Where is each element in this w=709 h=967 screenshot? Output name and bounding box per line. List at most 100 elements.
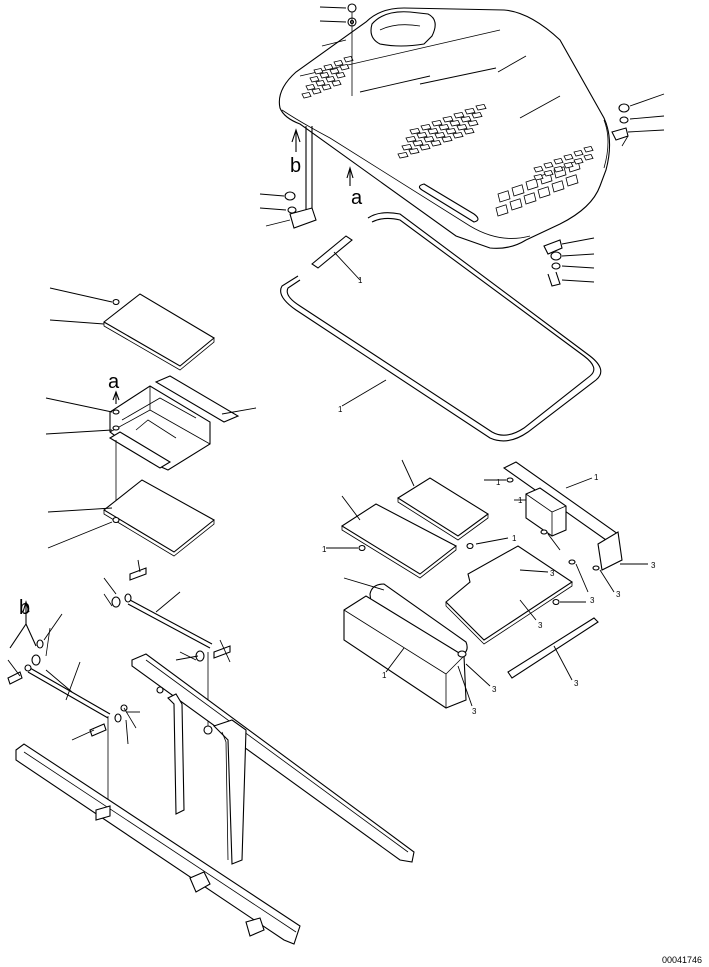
callout-8: 3 — [651, 561, 656, 570]
callout-9: 3 — [616, 590, 621, 599]
vent-slot — [509, 198, 523, 211]
vent-slot — [309, 75, 320, 83]
vent-slot — [463, 127, 475, 135]
battery-box-bracket — [45, 375, 257, 518]
ref-label-a-top: a — [351, 187, 363, 209]
vent-slot — [420, 123, 432, 131]
vent-slot — [331, 79, 342, 87]
callout-12: 3 — [538, 621, 543, 630]
vent-slot — [438, 123, 450, 131]
vent-slot — [460, 115, 472, 123]
vent-slot — [412, 139, 424, 147]
callout-10: 3 — [590, 596, 595, 605]
callout-4: 1 — [496, 478, 501, 487]
vent-slot — [497, 190, 511, 203]
vent-slot — [325, 75, 336, 83]
vent-slot — [442, 115, 454, 123]
vent-slot — [511, 184, 525, 197]
vent-slot — [553, 165, 564, 173]
vent-slot — [305, 83, 316, 91]
vent-slot — [464, 107, 476, 115]
callout-16: 3 — [472, 707, 477, 716]
vent-slot — [537, 186, 551, 199]
vent-slot — [471, 111, 483, 119]
vent-slot — [419, 143, 431, 151]
vent-slot — [343, 55, 354, 63]
callout-13: 3 — [492, 685, 497, 694]
hood-gasket — [280, 212, 602, 442]
vent-slot — [543, 161, 554, 169]
callout-14: 3 — [574, 679, 579, 688]
vent-slot — [431, 119, 443, 127]
vent-slot — [453, 111, 465, 119]
vent-slot — [311, 87, 322, 95]
vent-slot — [449, 119, 461, 127]
callout-11: 3 — [550, 569, 555, 578]
vent-slot — [313, 67, 324, 75]
callout-2: 1 — [338, 405, 343, 414]
callout-3: 1 — [594, 473, 599, 482]
lower-floor-plate — [47, 479, 215, 557]
vent-slot — [573, 157, 584, 165]
hood-latch-parts — [543, 237, 595, 287]
vent-slot — [430, 139, 442, 147]
callout-1: 1 — [358, 276, 363, 285]
vent-slot — [533, 173, 544, 181]
vent-slot — [434, 131, 446, 139]
vent-slot — [319, 71, 330, 79]
vent-slot — [543, 169, 554, 177]
vent-slot — [553, 157, 564, 165]
vent-slot — [405, 135, 417, 143]
vent-slot — [333, 59, 344, 67]
vent-slot — [323, 63, 334, 71]
vent-slot — [525, 178, 539, 191]
vent-slot — [339, 63, 350, 71]
vent-slot — [321, 83, 332, 91]
vent-slot — [423, 135, 435, 143]
hood-hinge-bracket — [259, 126, 354, 229]
hood-cover — [278, 7, 611, 249]
vent-slot — [563, 161, 574, 169]
callout-7: 1 — [512, 534, 517, 543]
vent-slot — [301, 91, 312, 99]
right-panel-group — [326, 459, 648, 709]
drawing-code: 00041746 — [662, 955, 702, 965]
vent-slot — [551, 180, 565, 193]
vent-slot — [408, 147, 420, 155]
vent-slot — [583, 145, 594, 153]
vent-slot — [573, 149, 584, 157]
ref-label-b-left: b — [19, 597, 30, 619]
vent-slot — [533, 165, 544, 173]
vent-slot — [563, 153, 574, 161]
right-hood-bracket — [611, 93, 665, 147]
callout-6: 1 — [322, 545, 327, 554]
vent-slot — [416, 131, 428, 139]
vent-slot — [452, 131, 464, 139]
vent-slot — [495, 204, 509, 217]
vent-slot — [467, 119, 479, 127]
vent-slot — [475, 103, 487, 111]
vent-slot — [329, 67, 340, 75]
vent-slot — [441, 135, 453, 143]
ref-label-a-left: a — [108, 371, 120, 393]
vent-slot — [583, 153, 594, 161]
vent-slot — [427, 127, 439, 135]
hood-vent-slots — [301, 55, 594, 217]
vent-slot — [397, 151, 409, 159]
upper-floor-plate — [49, 287, 215, 371]
callout-15: 1 — [382, 671, 387, 680]
vent-slot — [445, 127, 457, 135]
vent-slot — [523, 192, 537, 205]
vent-slot — [315, 79, 326, 87]
callout-5: 1 — [518, 496, 523, 505]
hood-top-bolts — [319, 3, 357, 96]
vent-slot — [456, 123, 468, 131]
ref-label-b-top: b — [290, 155, 301, 177]
vent-slot — [335, 71, 346, 79]
vent-slot — [565, 174, 579, 187]
vent-slot — [401, 143, 413, 151]
lower-frame-assembly — [7, 559, 415, 945]
vent-slot — [409, 127, 421, 135]
